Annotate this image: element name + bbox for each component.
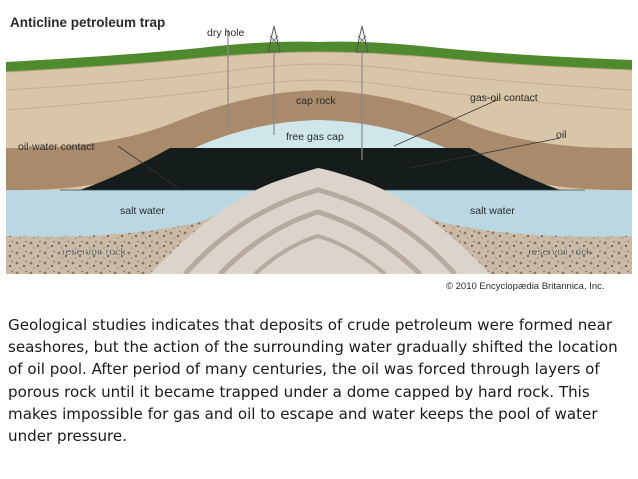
gas-well-derrick (267, 25, 281, 135)
label-salt-water-left: salt water (120, 205, 165, 217)
caption-text: Geological studies indicates that deposi… (8, 316, 618, 446)
anticline-diagram: Anticline petroleum trap dry hole cap ro… (5, 15, 633, 292)
label-dry-hole: dry hole (207, 27, 245, 39)
label-oil: oil (556, 129, 567, 141)
label-free-gas-cap: free gas cap (286, 131, 344, 143)
label-salt-water-right: salt water (470, 205, 515, 217)
folded-core-rock (150, 168, 490, 274)
diagram-title: Anticline petroleum trap (10, 15, 165, 30)
label-oil-water-contact: oil-water contact (18, 141, 95, 153)
label-gas-oil-contact: gas-oil contact (470, 92, 538, 104)
label-reservoir-rock-right: reservoir rock (528, 246, 592, 258)
label-cap-rock: cap rock (296, 95, 336, 107)
label-reservoir-rock-left: reservoir rock (62, 246, 126, 258)
copyright-notice: © 2010 Encyclopædia Britannica, Inc. (446, 281, 605, 292)
cap-rock-layer (6, 90, 632, 191)
oil-well-derrick (355, 25, 369, 160)
grass-surface (6, 41, 632, 72)
salt-water-layer (6, 168, 632, 237)
